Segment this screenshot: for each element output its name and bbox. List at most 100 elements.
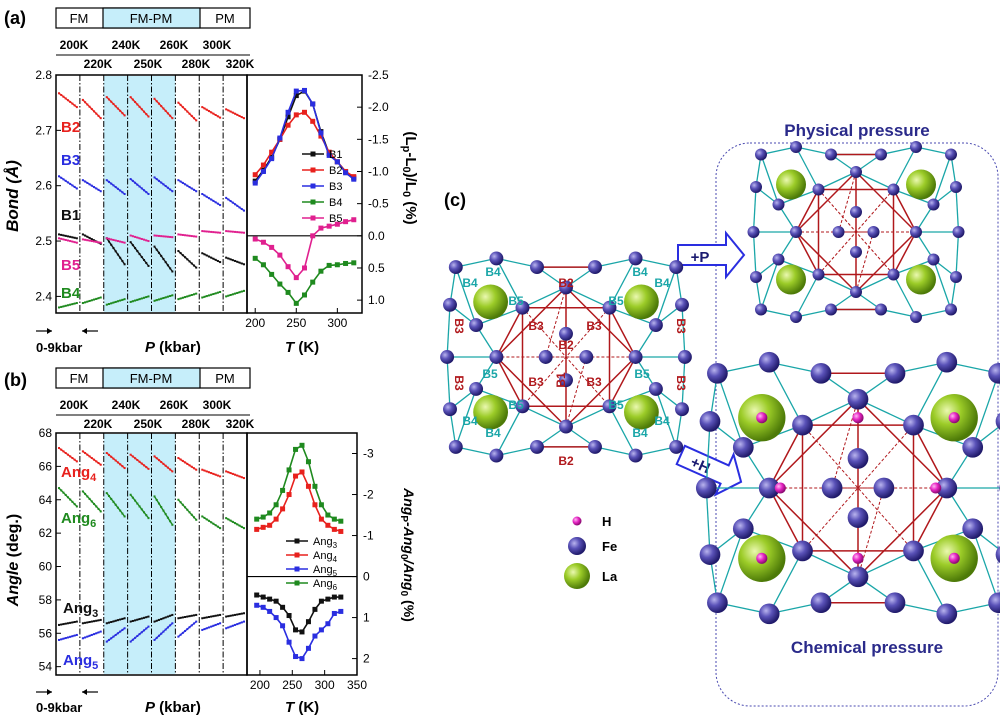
series-B4-point xyxy=(97,297,100,300)
series-B3-point xyxy=(155,178,158,181)
series-B1-point xyxy=(231,259,234,262)
fe-atom xyxy=(579,350,594,364)
b-bond xyxy=(768,424,804,489)
series-B5-point xyxy=(203,230,206,233)
series-B5-point xyxy=(212,231,215,234)
fe-atom xyxy=(995,412,1000,430)
series-Ang6-point xyxy=(107,495,110,498)
series-Ang3-point xyxy=(184,616,187,619)
series-Ang5-point xyxy=(60,638,63,641)
curve-Ang3-point xyxy=(325,596,331,602)
series-Ang5-point xyxy=(207,626,210,629)
series-Ang3-point xyxy=(238,613,241,616)
curve-B3-point xyxy=(293,88,299,94)
fe-fe-bond xyxy=(522,286,567,309)
series-B3-point xyxy=(134,181,137,184)
b-bond xyxy=(768,398,859,489)
b-bond xyxy=(892,231,917,275)
curve-B2-point xyxy=(293,112,299,118)
fe-fe-bond xyxy=(795,146,820,190)
series-Ang3-point xyxy=(119,618,122,621)
la-atom xyxy=(473,394,508,430)
series-Ang6-point xyxy=(60,489,63,492)
series-Ang3-point xyxy=(105,622,108,625)
series-Ang4-point xyxy=(119,463,122,466)
series-B1-point xyxy=(64,234,67,237)
series-Ang6-point xyxy=(169,520,172,523)
series-B2-point xyxy=(90,108,93,111)
curve-Ang5-point xyxy=(325,621,331,627)
curve-Ang5-point xyxy=(312,633,318,639)
h-atom xyxy=(756,412,768,424)
series-B3-point xyxy=(212,199,215,202)
series-B3-point xyxy=(164,185,167,188)
series-B3-point xyxy=(160,181,163,184)
series-B3-point xyxy=(140,187,143,190)
b-bond xyxy=(795,231,820,275)
curve-Ang4-point xyxy=(312,502,318,508)
temp-top-3-a: 300K xyxy=(203,38,232,52)
series-B1-point xyxy=(229,258,232,261)
series-B1-point xyxy=(219,261,222,264)
curve-Ang4-point xyxy=(260,524,266,530)
series-B5-point xyxy=(58,237,60,240)
bond-label-b3: B3 xyxy=(674,375,688,391)
series-Ang3-point xyxy=(134,619,137,622)
series-Ang4-point xyxy=(193,467,196,470)
series-B2-point xyxy=(71,102,74,105)
series-Ang3-point xyxy=(162,617,165,620)
series-B4-point xyxy=(186,295,189,298)
la-atom xyxy=(906,264,936,295)
series-Ang6-point xyxy=(219,527,222,530)
fe-atom xyxy=(962,436,984,458)
legend-sub: 3 xyxy=(333,541,338,550)
temp-bot-3-a: 320K xyxy=(226,57,255,71)
series-Ang5-point xyxy=(214,623,217,626)
series-Ang3-point xyxy=(155,619,158,622)
series-B4-point xyxy=(60,305,63,308)
series-Ang4-point xyxy=(138,460,141,463)
series-B2-point xyxy=(129,96,132,99)
curve-Ang3-point xyxy=(338,594,344,600)
series-B5-point xyxy=(131,235,134,238)
y-tick-label: 54 xyxy=(39,660,53,674)
curve-Ang4-point xyxy=(318,516,324,522)
series-B1-point xyxy=(58,233,60,236)
fe-atom xyxy=(648,381,663,396)
curve-Ang5-point xyxy=(293,654,299,660)
series-Ang4-point xyxy=(73,458,76,461)
fe-fe-bond xyxy=(892,274,917,318)
series-B4-point xyxy=(179,297,182,300)
series-B5-point xyxy=(69,240,72,243)
legend-label: Ang5 xyxy=(313,564,338,578)
bond-label-b4: B4 xyxy=(632,265,648,279)
series-Ang3-point xyxy=(243,612,245,615)
series-Ang3-point xyxy=(186,615,189,618)
series-B1-point xyxy=(140,256,143,259)
b-bond xyxy=(857,487,948,578)
series-B3-point xyxy=(145,191,148,194)
y-tick-label: 2.4 xyxy=(35,289,52,303)
series-Ang4-point xyxy=(140,462,143,465)
fe-atom xyxy=(772,198,785,211)
series-Ang3-point xyxy=(216,614,219,617)
dashed-bond xyxy=(838,171,857,233)
series-B5-point xyxy=(81,238,84,241)
series-Ang5-point xyxy=(181,631,184,634)
series-B3-point xyxy=(73,185,76,188)
series-Ang5-point xyxy=(216,623,219,626)
curve-Ang6-point xyxy=(331,516,337,522)
curve-B2-point xyxy=(351,174,357,180)
fe-atom xyxy=(945,148,957,161)
series-B5-point xyxy=(110,238,113,241)
series-B2-point xyxy=(110,100,113,103)
series-Ang6-point xyxy=(157,502,160,505)
curve-B4-point xyxy=(326,262,332,268)
fe-fe-bond xyxy=(565,405,610,428)
series-Ang4-point xyxy=(58,447,60,450)
series-B1-point xyxy=(157,251,160,254)
curve-B5-point xyxy=(318,225,324,231)
series-B1-point xyxy=(84,234,87,237)
series-B4-point xyxy=(88,299,91,302)
series-Ang6-point xyxy=(131,496,134,499)
